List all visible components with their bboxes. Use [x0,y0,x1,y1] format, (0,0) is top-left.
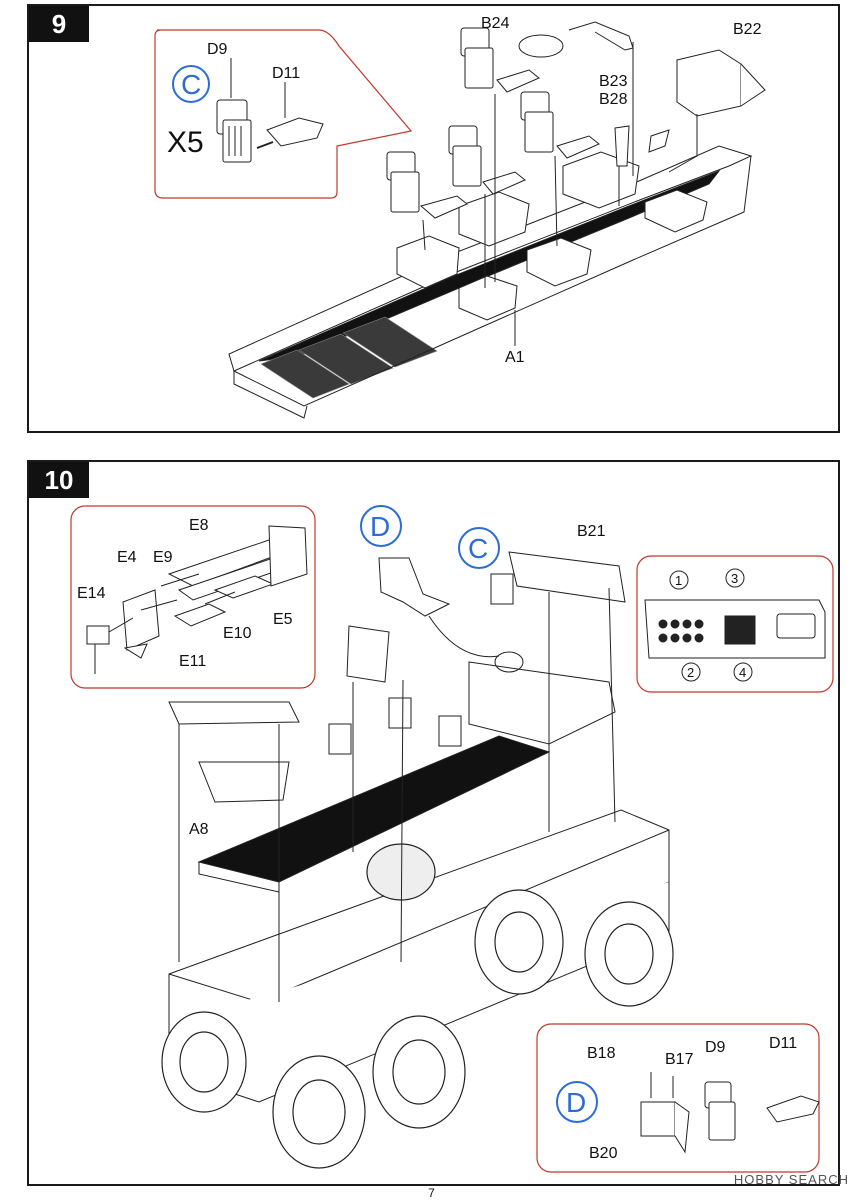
step-10-callout-left [70,505,316,689]
label-e8: E8 [189,517,209,534]
dashboard-callout [636,555,834,693]
label-e14: E14 [77,585,106,602]
label-b20: B20 [589,1145,618,1162]
label-b28: B28 [599,91,628,108]
label-e10: E10 [223,625,252,642]
bottom-callout-parts [640,1072,820,1154]
label-e11: E11 [179,653,206,670]
vehicle-wheels [161,843,674,1169]
dash-num-1: 1 [675,573,682,588]
step-10-panel: 10 E8 E4 E9 E14 E5 E10 E11 D C B21 [27,460,840,1186]
letter-c: C [468,533,488,564]
callout-multiplier: X5 [167,126,204,159]
assembly-lines-10 [178,587,616,1002]
dash-num-3: 3 [731,571,738,586]
assembly-arrows [422,42,698,346]
label-a1: A1 [505,349,525,366]
label-e4: E4 [117,549,137,566]
page-number: 7 [428,1186,435,1200]
label-e9: E9 [153,549,173,566]
callout-c-letter: C [181,69,201,100]
dashboard-panel [644,568,826,682]
step-9-number: 9 [29,6,89,42]
label-d9: D9 [207,41,228,58]
step-10-diagram: E8 E4 E9 E14 E5 E10 E11 D C B21 F1 A8 [70,505,834,1173]
bottom-d-letter: D [566,1087,586,1118]
step-9-panel: 9 C X5 D9 D11 [27,4,840,433]
label-b18: B18 [587,1045,616,1062]
label-b21: B21 [577,523,606,540]
letter-d: D [370,511,390,542]
label-b22: B22 [733,21,762,38]
callout-seat [216,58,324,163]
bottom-d-circle [556,1081,598,1123]
dash-num-4: 4 [739,665,746,680]
label-d9-b: D9 [705,1039,726,1056]
label-e5: E5 [273,611,293,628]
label-d11: D11 [272,65,300,82]
step-10-callout-bottom [536,1023,820,1173]
step-9-callout-frame [154,29,413,199]
seat-group [386,21,766,321]
label-b17: B17 [665,1051,694,1068]
step-10-number: 10 [29,462,89,498]
dash-num-2: 2 [687,665,694,680]
label-b24: B24 [481,15,510,32]
watermark: HOBBY SEARCH [733,1172,849,1187]
callout-left-parts [86,525,308,674]
callout-left-arrows [108,573,236,633]
label-d11-b: D11 [769,1035,797,1052]
callout-c-circle [172,65,210,103]
floor-a1 [228,145,753,419]
step-9-diagram: C X5 D9 D11 [154,15,766,419]
letter-d-circle [360,505,402,547]
interior-floor [168,551,626,893]
label-b23: B23 [599,73,628,90]
letter-c-circle [458,527,500,569]
label-a8: A8 [189,821,209,838]
